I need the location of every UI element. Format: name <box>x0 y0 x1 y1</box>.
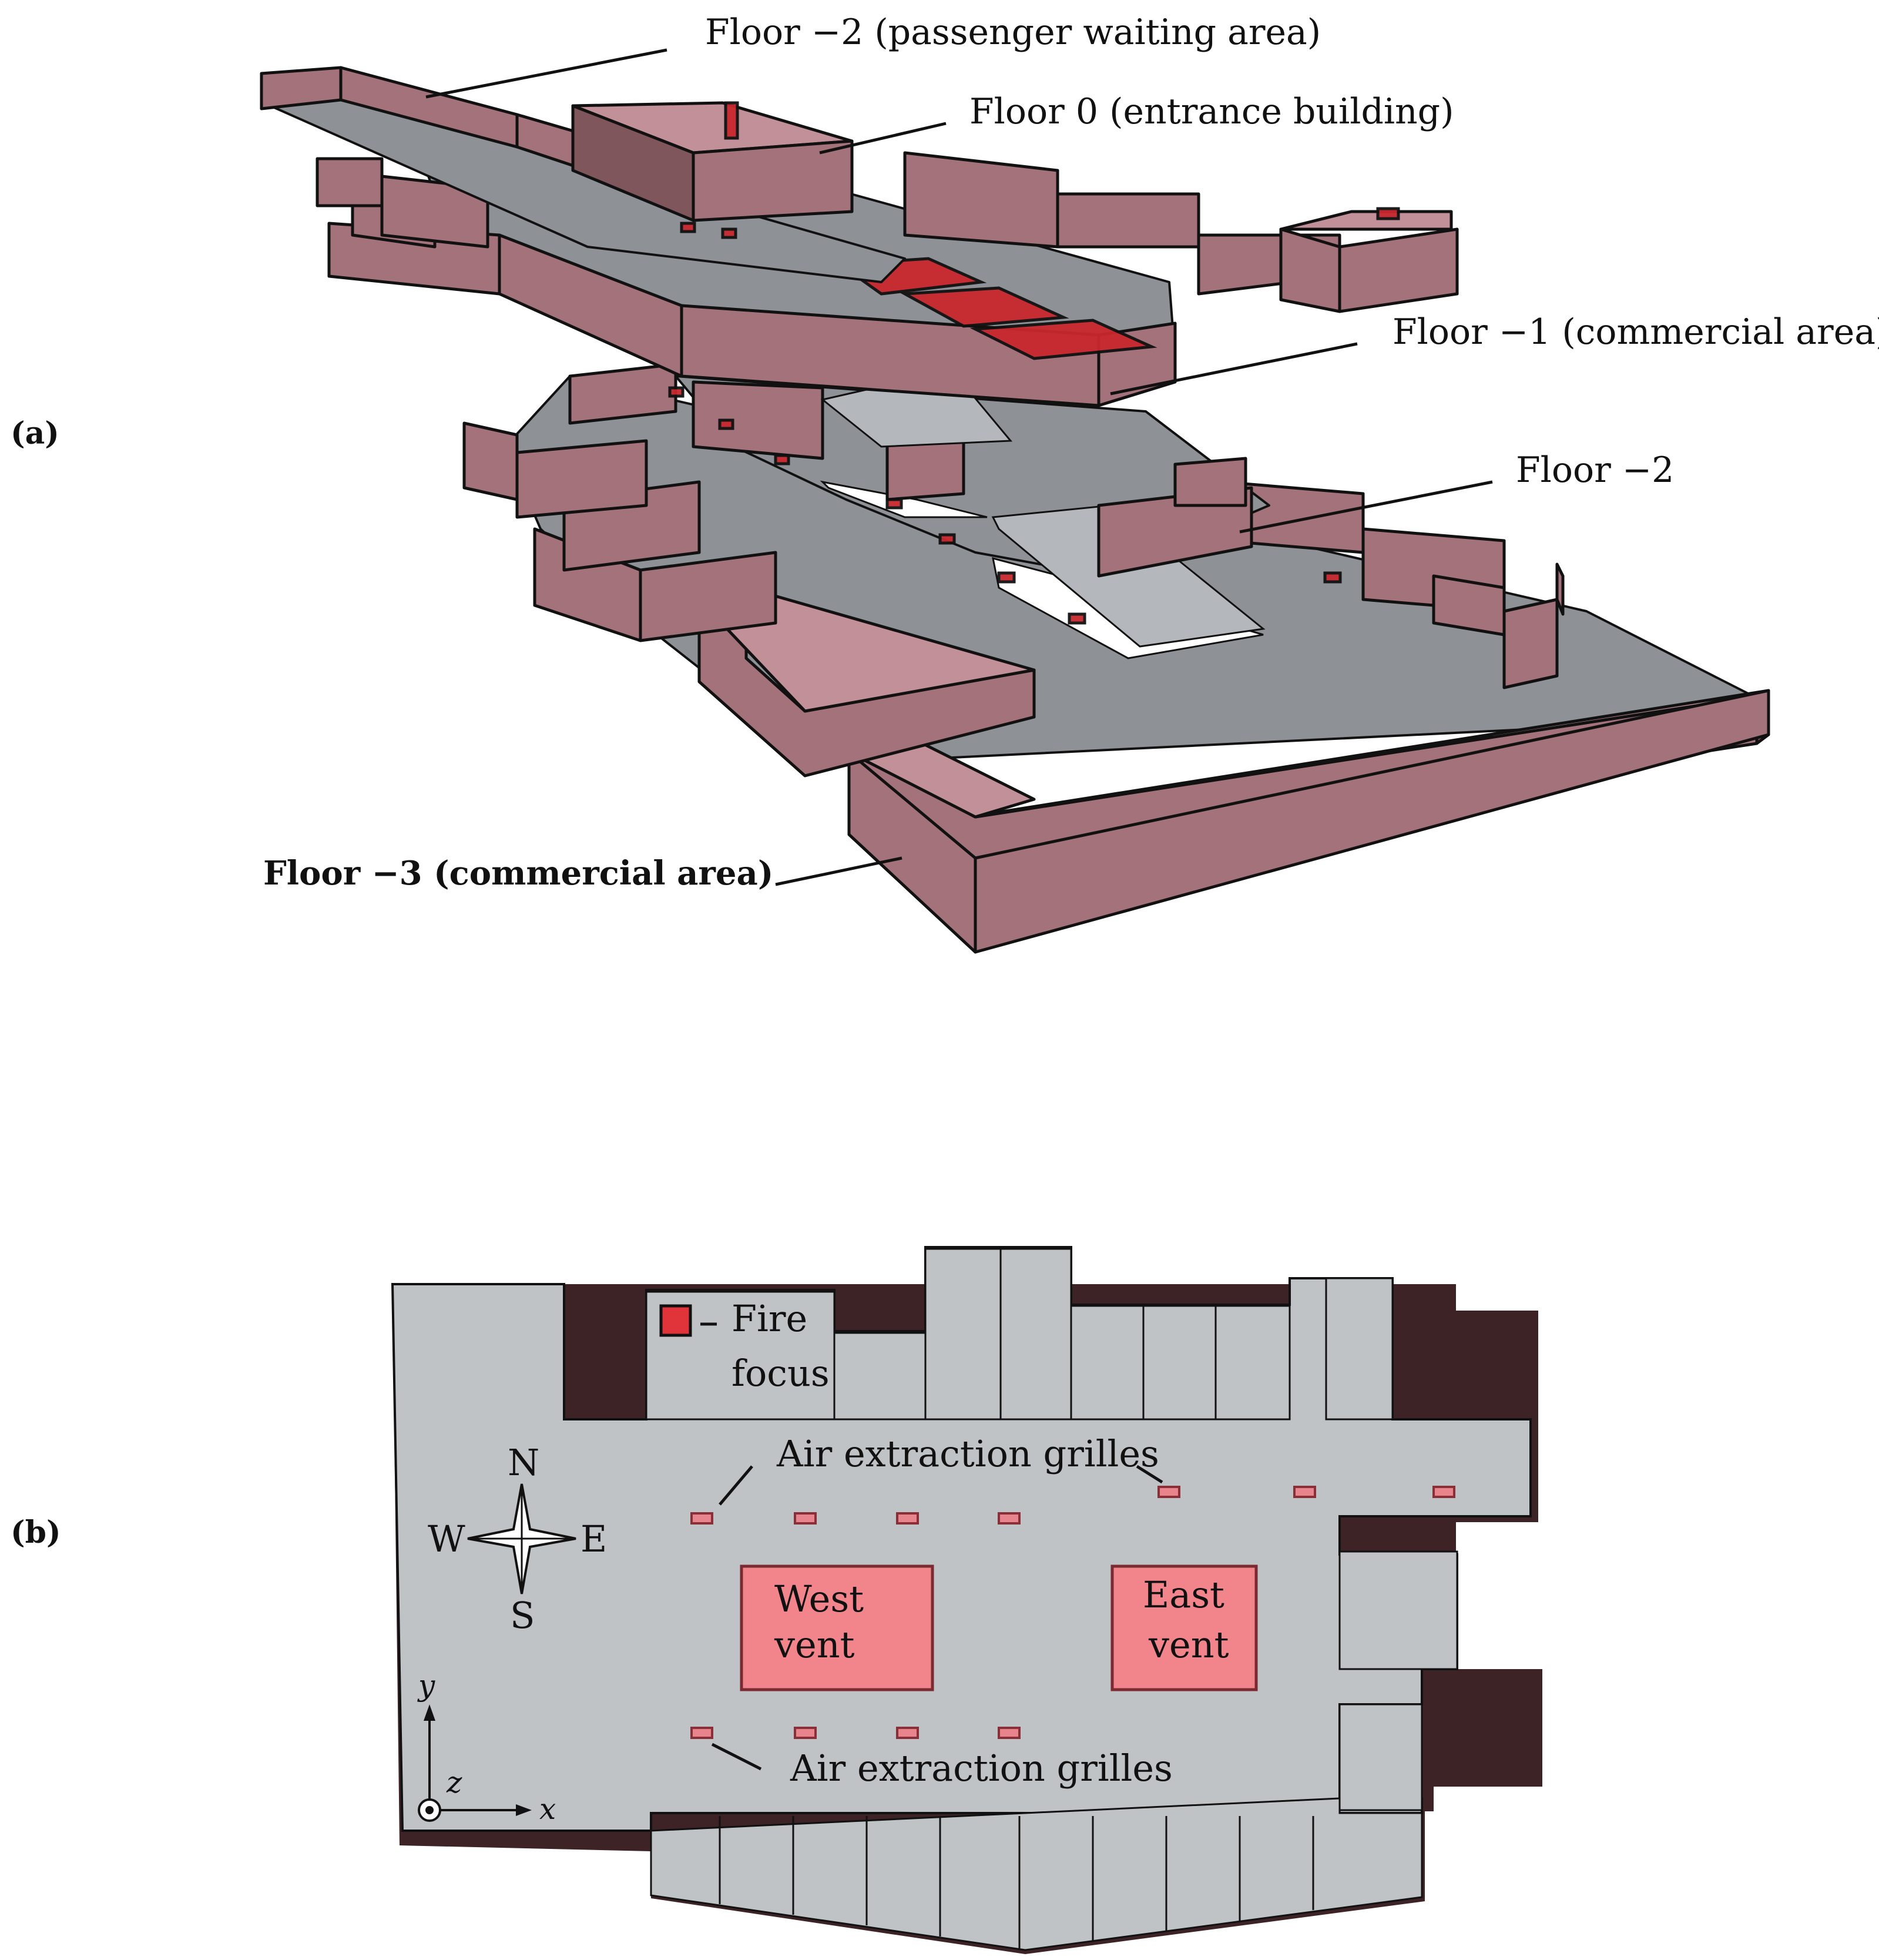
grille-a-10 <box>774 454 790 465</box>
floor-3-room-w3 <box>639 551 777 642</box>
grille-s-1 <box>690 1727 713 1739</box>
compass-n: N <box>508 1441 539 1484</box>
floor-0-entrance-front <box>692 139 854 222</box>
plan-south-dividers <box>719 1816 1314 1948</box>
floor-3-room-w7 <box>568 363 677 425</box>
axis-y-arrow <box>424 1704 435 1721</box>
label-commercial-area-3: Floor −3 (commercial area) <box>263 854 773 893</box>
floor-3-room-w6 <box>462 421 519 501</box>
panel-a-model: Floor −2 (passenger waiting area) Floor … <box>11 12 1879 954</box>
grille-a-1 <box>680 222 696 233</box>
grille-a-4 <box>938 533 956 545</box>
leader-commercial-3 <box>775 856 902 886</box>
grille-a-5 <box>997 571 1016 584</box>
floor-0-entrance-side <box>571 104 695 222</box>
grille-n-4 <box>998 1512 1021 1525</box>
floor-3-sw-front <box>974 689 1770 954</box>
leader-entrance <box>819 122 947 155</box>
floor-3-room-e1 <box>1502 598 1559 689</box>
floor-1-east-room <box>1338 227 1459 313</box>
grille-a-6 <box>1068 612 1086 625</box>
leader-waiting <box>425 48 667 99</box>
fire-label-line1: Fire <box>732 1297 807 1340</box>
skylight-2 <box>900 286 1069 328</box>
grilles-bottom-label: Air extraction grilles <box>790 1747 1173 1790</box>
grille-n-2 <box>794 1512 817 1525</box>
plan-room-n5 <box>1142 1305 1217 1420</box>
grille-a-3 <box>885 498 903 510</box>
grilles-south-row <box>690 1727 1021 1739</box>
east-vent-label-2: vent <box>1148 1623 1229 1666</box>
floor-0-entrance-vent <box>724 101 739 140</box>
grille-n-1 <box>690 1512 713 1525</box>
grille-s-3 <box>896 1727 919 1739</box>
axis-x-label: x <box>539 1792 556 1826</box>
grille-n-3 <box>896 1512 919 1525</box>
grille-s-2 <box>794 1727 817 1739</box>
grilles-north-row <box>690 1486 1455 1525</box>
grille-a-8 <box>668 386 685 398</box>
grille-s-4 <box>998 1727 1021 1739</box>
plan-room-n3 <box>999 1248 1072 1420</box>
plan-room-n2 <box>924 1248 1002 1420</box>
grille-n-7 <box>1432 1486 1455 1498</box>
west-vent-label-2: vent <box>774 1623 855 1666</box>
plan-room-e2 <box>1338 1703 1423 1811</box>
fire-focus-marker <box>659 1304 692 1337</box>
grilles-top-label: Air extraction grilles <box>776 1432 1159 1475</box>
floor-1-room-2 <box>316 157 384 207</box>
floor-3-room-e5 <box>1432 574 1506 636</box>
west-vent-label-1: West <box>774 1577 864 1620</box>
panel-a-grilles <box>668 222 1342 625</box>
leader-floor-2 <box>1239 480 1493 534</box>
grille-a-2 <box>721 227 737 239</box>
floor-2-waiting-wall-1 <box>260 66 343 110</box>
plan-room-n1 <box>833 1332 927 1420</box>
plan-room-n7 <box>1325 1277 1394 1420</box>
east-vent <box>1110 1564 1258 1691</box>
compass-rose: N S E W <box>428 1441 607 1637</box>
grille-a-7 <box>1323 571 1342 584</box>
label-entrance-building: Floor 0 (entrance building) <box>969 91 1454 132</box>
plan-room-n4 <box>1070 1305 1145 1420</box>
west-vent <box>740 1564 934 1691</box>
east-vent-label-1: East <box>1143 1573 1224 1616</box>
grille-n-6 <box>1293 1486 1316 1498</box>
skylight-3 <box>969 319 1157 360</box>
compass-w: W <box>428 1517 465 1560</box>
coordinate-axes: y x z <box>417 1668 556 1826</box>
axis-z-label: z <box>446 1765 462 1800</box>
floor-2-wall-west <box>692 380 824 460</box>
leader-commercial-1 <box>1110 342 1358 396</box>
label-floor-2: Floor −2 <box>1516 450 1674 491</box>
plan-room-e1 <box>1338 1550 1458 1670</box>
floor-1-east-wing-vent <box>1376 207 1400 220</box>
grille-n-5 <box>1157 1486 1180 1498</box>
floor-1-east-wing-top <box>1279 210 1453 231</box>
label-commercial-area-1: Floor −1 (commercial area) <box>1393 311 1879 353</box>
label-waiting-area: Floor −2 (passenger waiting area) <box>705 12 1321 53</box>
panel-b-plan: Fire focus West vent East vent Air <box>11 1246 1542 1954</box>
compass-s: S <box>510 1594 535 1637</box>
grille-a-9 <box>718 418 734 430</box>
panel-a-label: (a) <box>11 416 59 451</box>
plan-south-rooms <box>650 1797 1423 1951</box>
grilles-bottom-leader <box>711 1743 762 1771</box>
fire-label-line2: focus <box>732 1352 830 1395</box>
floor-1-room-5 <box>1056 192 1200 249</box>
floor-2-ramp <box>991 504 1266 648</box>
floor-2-wall-east <box>1173 457 1247 507</box>
compass-e: E <box>581 1517 607 1560</box>
grilles-top-leader-right <box>1136 1465 1163 1484</box>
plan-room-n6 <box>1214 1305 1291 1420</box>
panel-b-label: (b) <box>11 1515 61 1550</box>
axis-z-dot <box>425 1806 434 1814</box>
floor-1-room-4 <box>903 151 1059 249</box>
axis-y-label: y <box>417 1668 435 1703</box>
grilles-top-leader-left <box>719 1465 753 1506</box>
floor-3-room-w5 <box>515 439 648 519</box>
axis-x-arrow <box>516 1804 532 1816</box>
floor-3-room-e4 <box>1555 562 1565 616</box>
